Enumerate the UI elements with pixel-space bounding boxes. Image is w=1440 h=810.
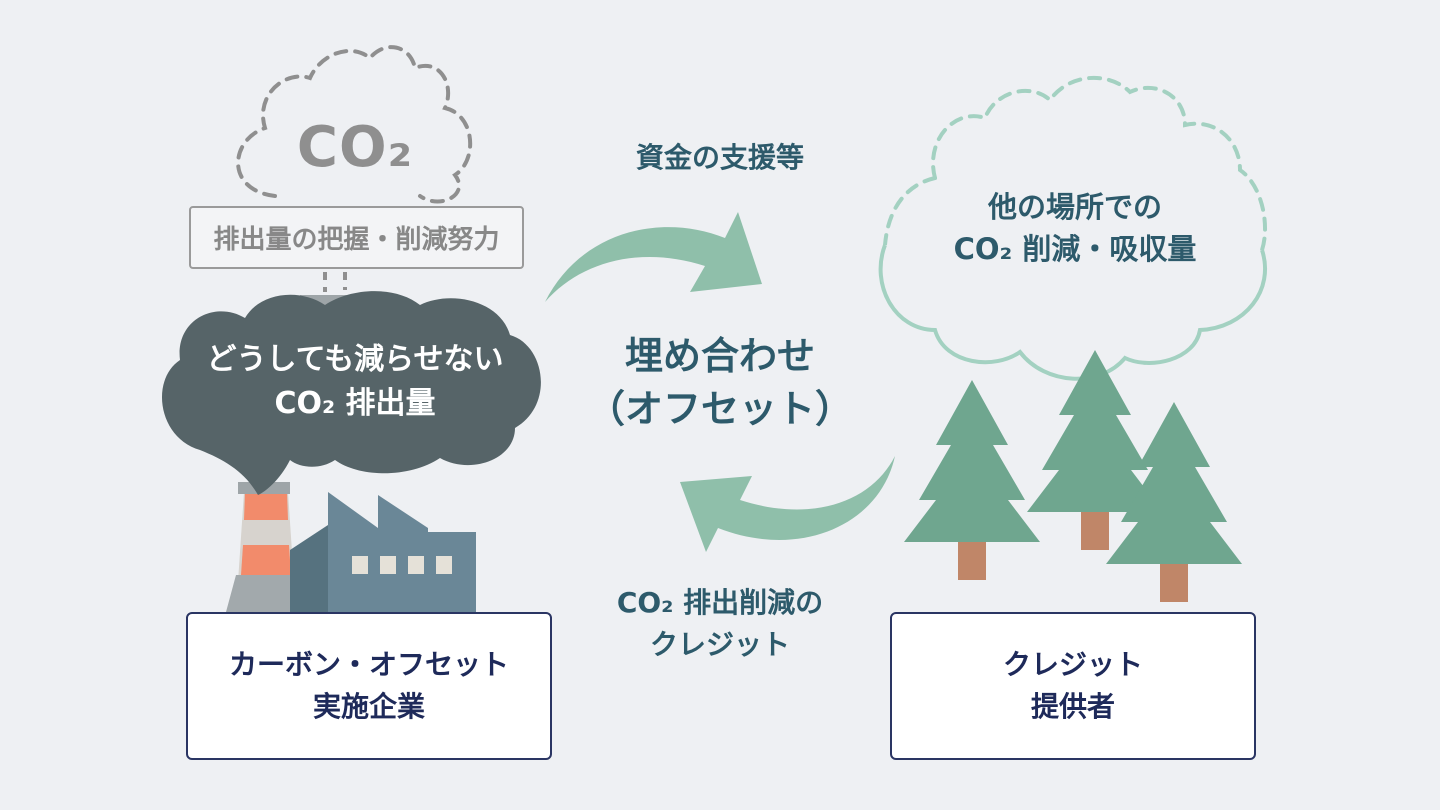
offset-company-box: カーボン・オフセット 実施企業 (186, 612, 552, 760)
absorption-dashed-cloud (931, 75, 1267, 252)
offset-title: 埋め合わせ （オフセット） (570, 330, 870, 436)
factory-building (290, 492, 476, 612)
credit-provider-box: クレジット 提供者 (890, 612, 1256, 760)
arrow-bottom[interactable] (680, 456, 895, 552)
effort-label-text: 排出量の把握・削減努力 (213, 225, 500, 255)
effort-label: 排出量の把握・削減努力 (189, 206, 524, 269)
absorption-line2: CO₂ 削減・吸収量 (953, 232, 1197, 267)
bottom-arrow-label-line2: クレジット (649, 628, 790, 661)
offset-company-line2: 実施企業 (312, 690, 425, 723)
credit-provider-line1: クレジット (1002, 648, 1143, 681)
offset-title-line2: （オフセット） (586, 387, 853, 432)
smoke-text-line2: CO₂ 排出量 (274, 385, 436, 421)
co2-dashed-cloud (236, 45, 473, 204)
smoke-cloud (161, 291, 541, 495)
absorption-dashed-cloud-left (883, 176, 937, 247)
tree-left (904, 380, 1040, 580)
offset-company-line1: カーボン・オフセット (228, 648, 509, 681)
absorption-line1: 他の場所での (987, 190, 1162, 224)
tree-right (1106, 402, 1242, 602)
co2-cloud-label: CO₂ (296, 115, 414, 180)
absorption-solid-cloud (878, 244, 1268, 381)
tree-middle (1027, 350, 1163, 550)
bottom-arrow-label: CO₂ 排出削減の クレジット (570, 582, 870, 666)
absorption-cloud-text: 他の場所での CO₂ 削減・吸収量 (915, 186, 1235, 270)
top-arrow-label: 資金の支援等 (635, 141, 804, 174)
arrow-top[interactable] (545, 212, 762, 302)
offset-title-line1: 埋め合わせ (624, 334, 815, 378)
credit-provider-line2: 提供者 (1030, 690, 1115, 723)
bottom-arrow-label-line1: CO₂ 排出削減の (616, 586, 824, 619)
smoke-text-line1: どうしても減らせない (206, 342, 504, 377)
chimney-large (226, 482, 304, 612)
smoke-text: どうしても減らせない CO₂ 排出量 (180, 338, 530, 425)
